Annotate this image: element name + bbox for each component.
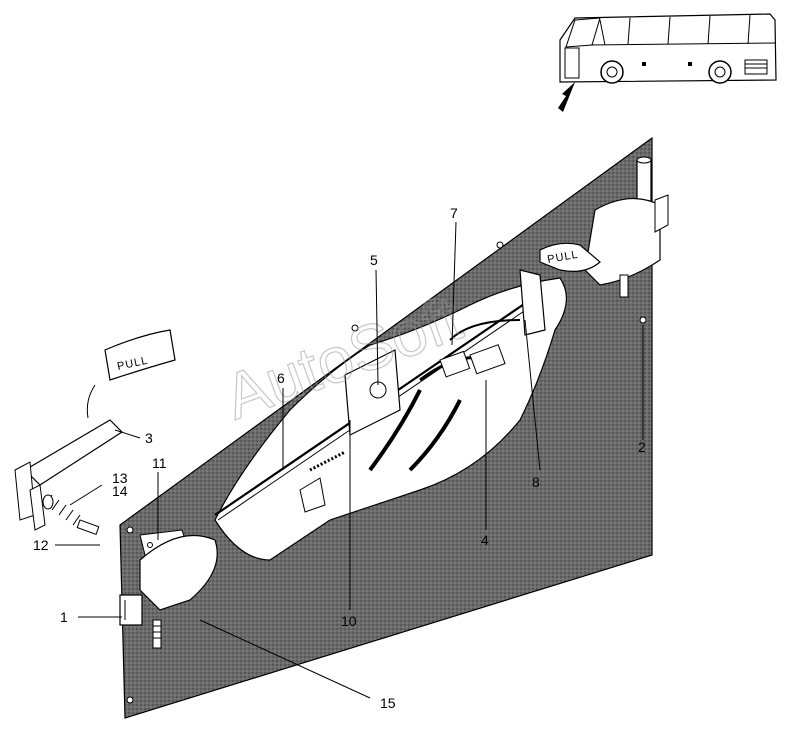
callout-4: 4 — [481, 532, 489, 548]
callout-2: 2 — [638, 439, 646, 455]
callout-10: 10 — [341, 613, 357, 629]
leader-lines — [55, 221, 644, 699]
internal-mechanism — [214, 269, 546, 521]
callout-6: 6 — [277, 370, 285, 386]
callout-labels: 1 2 3 4 5 6 7 8 10 11 12 13 14 15 — [33, 205, 646, 711]
callout-8: 8 — [532, 474, 540, 490]
upper-handle-pull-label: PULL — [546, 249, 579, 266]
upper-handle-assembly: PULL — [539, 156, 669, 298]
door-panel — [119, 136, 653, 719]
callout-11: 11 — [152, 455, 167, 471]
lower-handle-housing — [119, 529, 218, 649]
callout-1: 1 — [60, 609, 68, 625]
callout-13: 13 — [112, 470, 128, 486]
callout-14: 14 — [112, 483, 128, 499]
callout-3: 3 — [145, 430, 153, 446]
handle-spring — [42, 494, 81, 526]
callout-12: 12 — [33, 537, 49, 553]
bus-locator-thumbnail — [554, 13, 777, 114]
callout-15: 15 — [380, 695, 396, 711]
callout-5: 5 — [370, 252, 378, 268]
callout-7: 7 — [450, 205, 458, 221]
detached-pull-handle: PULL — [14, 329, 176, 535]
